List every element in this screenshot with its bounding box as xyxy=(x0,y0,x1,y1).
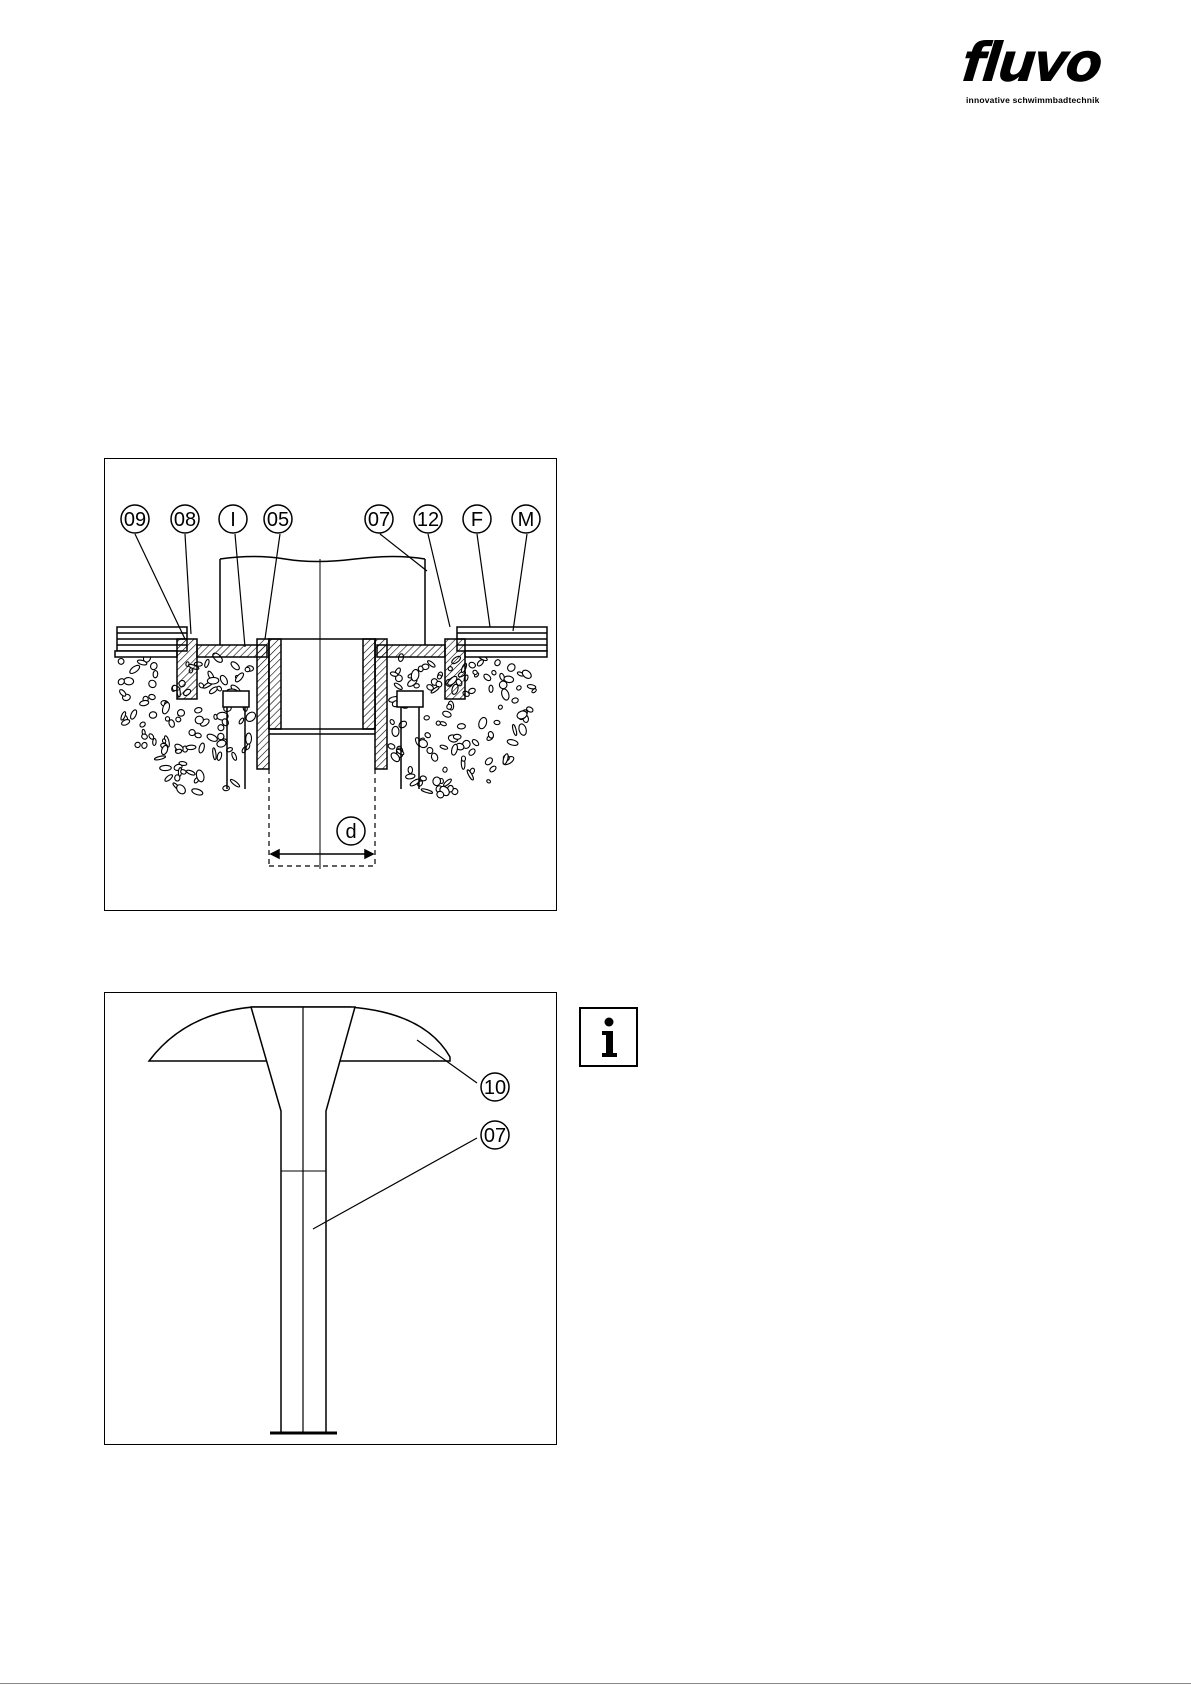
callout-i: I xyxy=(219,505,247,533)
callout-12: 12 xyxy=(414,505,442,533)
svg-text:07: 07 xyxy=(484,1125,506,1147)
page-bottom-rule xyxy=(0,1683,1191,1684)
callout-07: 07 xyxy=(481,1121,509,1149)
svg-text:07: 07 xyxy=(368,509,390,531)
callout-m: M xyxy=(512,505,540,533)
logo-wordmark: fluvo xyxy=(959,36,1102,90)
callout-09: 09 xyxy=(121,505,149,533)
svg-text:12: 12 xyxy=(417,509,439,531)
svg-text:05: 05 xyxy=(267,509,289,531)
callout-10: 10 xyxy=(481,1073,509,1101)
svg-text:08: 08 xyxy=(174,509,196,531)
tube-assembly-figure: 10 07 xyxy=(104,992,557,1445)
svg-text:I: I xyxy=(230,509,236,531)
figure-1-callouts: 09 08 I 05 07 12 F Md xyxy=(105,459,555,909)
svg-text:F: F xyxy=(471,509,483,531)
callout-05: 05 xyxy=(264,505,292,533)
logo-tagline: innovative schwimmbadtechnik xyxy=(966,95,1100,105)
info-icon xyxy=(579,1007,638,1067)
fluvo-logo: fluvo ® innovative schwimmbadtechnik xyxy=(962,44,1122,106)
callout-07: 07 xyxy=(365,505,393,533)
tube-assembly-drawing: 10 07 xyxy=(105,993,555,1443)
logo-registered-mark: ® xyxy=(1090,56,1097,66)
svg-text:M: M xyxy=(518,509,535,531)
callout-f: F xyxy=(463,505,491,533)
svg-text:d: d xyxy=(345,821,356,843)
svg-text:09: 09 xyxy=(124,509,146,531)
callout-08: 08 xyxy=(171,505,199,533)
dimension-label-d: d xyxy=(337,817,365,845)
svg-text:10: 10 xyxy=(484,1077,506,1099)
